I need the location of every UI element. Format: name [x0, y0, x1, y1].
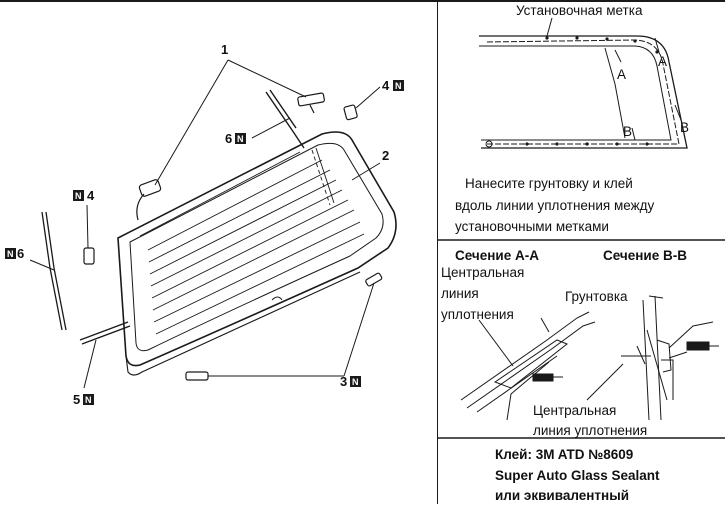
new-part-mark: [350, 376, 361, 387]
callout-5: 5: [73, 392, 80, 407]
callout-4-right: 4: [382, 78, 390, 93]
callout-1: 1: [221, 42, 228, 57]
new-part-mark-letter: N: [85, 395, 92, 405]
adhesive-line-2: Super Auto Glass Sealant: [495, 468, 660, 483]
instruction-line-2: вдоль линии уплотнения между: [455, 198, 655, 213]
centerline-top-line-2: линия: [441, 286, 479, 301]
fastener-right: [365, 272, 383, 287]
spacer-left: [83, 247, 95, 265]
arrow-label-b1: B: [623, 124, 632, 139]
callout-6-left: 6: [17, 246, 24, 261]
arrow-label-a1: A: [617, 67, 626, 82]
callout-6-center: 6: [225, 131, 232, 146]
new-part-mark: [393, 80, 404, 91]
callout-4-left: 4: [87, 188, 95, 203]
arrow-label-a2: A: [658, 54, 667, 69]
section-aa-drawing: [460, 311, 596, 421]
new-part-mark: [235, 133, 246, 144]
adhesive-line-3: или эквивалентный: [495, 488, 629, 503]
section-bb-drawing: [621, 295, 719, 421]
molding-side: [41, 211, 67, 331]
exploded-view-drawing: 1 2 3 N 4 N N 4 5 N 6 N N 6: [0, 0, 437, 407]
sealing-diagram: Установочная метка A A B B Нанесите грун…: [436, 0, 725, 504]
section-bb-title: Сечение В-В: [603, 248, 687, 263]
primer-label: Грунтовка: [565, 289, 628, 304]
molding-lower: [79, 321, 131, 345]
callout-2: 2: [382, 148, 389, 163]
section-arrows: [614, 37, 682, 141]
clip-lower: [136, 179, 162, 221]
leader-lines: [29, 59, 381, 389]
fastener-bottom: [185, 371, 209, 381]
instruction-line-1: Нанесите грунтовку и клей: [465, 176, 633, 191]
callout-3: 3: [340, 374, 347, 389]
centerline-bottom-line-1: Центральная: [533, 403, 616, 418]
new-part-mark-letter: N: [237, 134, 244, 144]
new-part-mark-letter: N: [75, 191, 82, 201]
mark-leader: [546, 17, 553, 37]
exploded-view-panel: 1 2 3 N 4 N N 4 5 N 6 N N 6: [0, 0, 437, 407]
new-part-mark-letter: N: [395, 81, 402, 91]
arrow-label-b2: B: [680, 120, 689, 135]
centerline-bottom-line-2: линия уплотнения: [533, 423, 647, 438]
spacer-upper: [343, 104, 358, 121]
new-part-mark-letter: N: [7, 249, 14, 259]
new-part-mark: [73, 190, 84, 201]
sealing-instructions-panel: Установочная метка A A B B Нанесите грун…: [436, 0, 725, 504]
centerline-top-line-3: уплотнения: [441, 307, 514, 322]
new-part-mark-letter: N: [352, 377, 359, 387]
clip-upper: [297, 92, 325, 114]
new-part-mark: [83, 394, 94, 405]
new-part-mark: [5, 248, 16, 259]
adhesive-line-1: Клей: 3M ATD №8609: [495, 447, 633, 462]
section-aa-title: Сечение А-А: [455, 248, 539, 263]
instruction-line-3: установочными метками: [455, 219, 609, 234]
mark-label: Установочная метка: [516, 3, 643, 18]
rear-glass: [117, 131, 397, 376]
callout-labels: 1 2 3 N 4 N N 4 5 N 6 N N 6: [5, 42, 404, 407]
primer-leader: [648, 295, 664, 299]
positioning-marks: [525, 36, 659, 146]
molding-upper: [265, 89, 305, 149]
centerline-top-line-1: Центральная: [441, 265, 524, 280]
centerline-bottom-leader: [586, 363, 624, 401]
